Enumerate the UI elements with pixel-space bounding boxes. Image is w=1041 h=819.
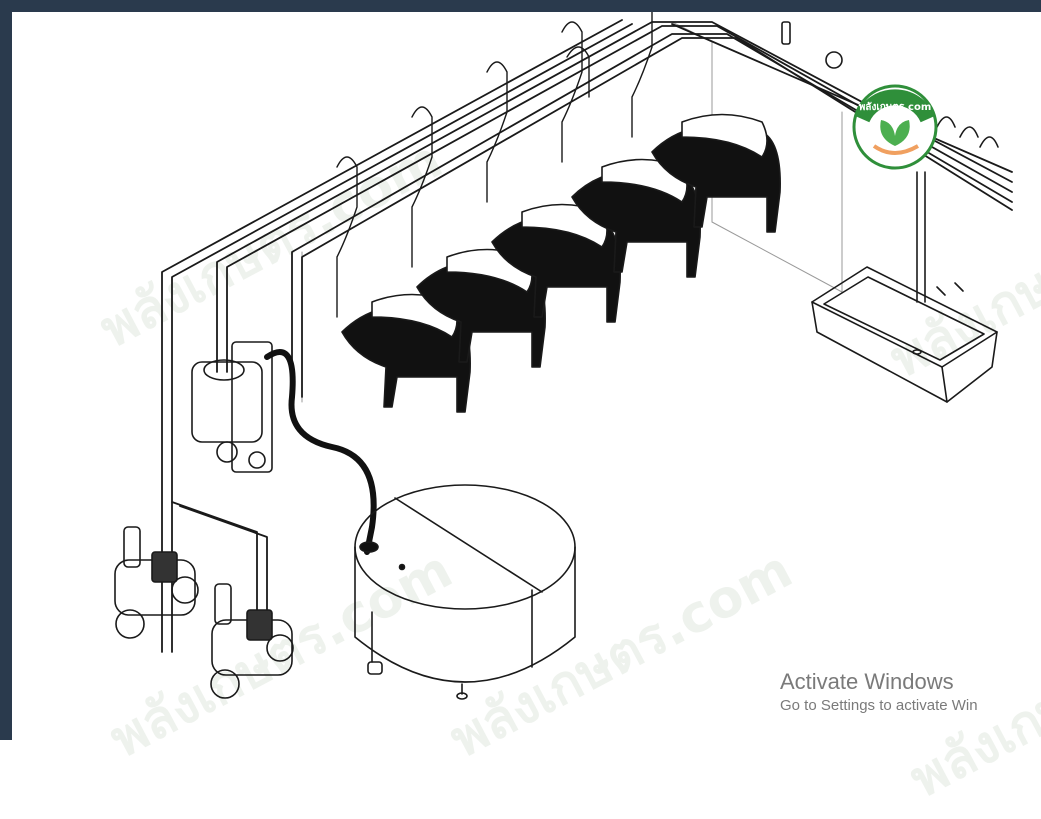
activate-subtitle: Go to Settings to activate Win [780, 697, 978, 714]
diagram-canvas: พลังเกษตร.com พลังเกษตร.com พลังเกษตร.co… [12, 12, 1041, 740]
cows [342, 115, 780, 413]
wash-trough [812, 172, 997, 402]
milk-receiver-unit [192, 342, 272, 472]
vacuum-pump-2 [211, 584, 293, 698]
bulk-milk-tank [355, 485, 575, 699]
milk-delivery-hose [267, 352, 374, 552]
activate-windows-overlay: Activate Windows Go to Settings to activ… [780, 669, 978, 714]
window-top-border [0, 0, 1041, 12]
logo-text: พลังเกษตร.com [859, 101, 932, 113]
activate-title: Activate Windows [780, 669, 978, 695]
vacuum-pump-1 [115, 527, 198, 638]
window-left-border [0, 0, 12, 740]
brand-logo: พลังเกษตร.com [852, 84, 938, 170]
